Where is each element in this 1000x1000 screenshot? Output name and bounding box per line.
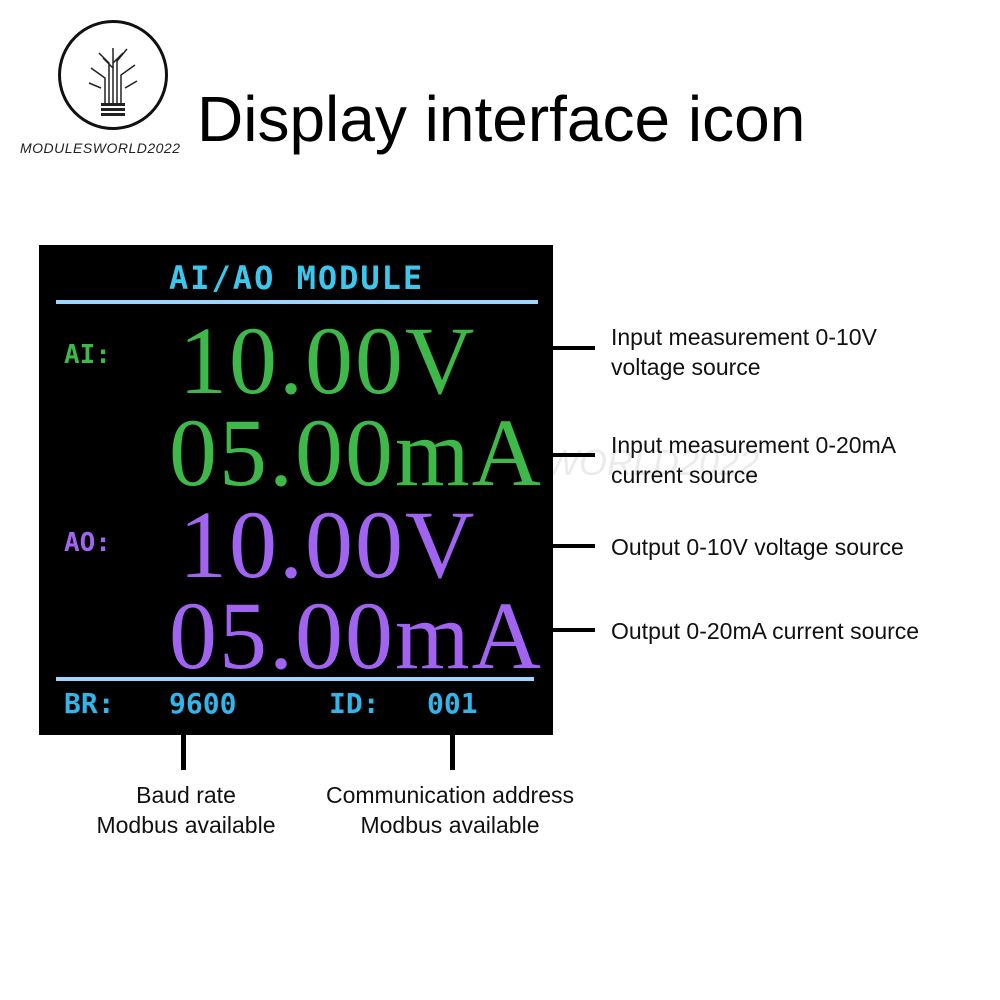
brand-name: MODULESWORLD2022 — [20, 140, 181, 156]
ai-current: 05.00mA — [169, 399, 543, 506]
pointer-line — [540, 346, 595, 350]
footer-divider — [56, 677, 534, 681]
note-line: Baud rate — [136, 782, 236, 808]
pointer-line — [450, 735, 455, 770]
baud-label: BR: — [64, 687, 115, 720]
id-label: ID: — [329, 687, 380, 720]
ai-label: AI: — [64, 340, 111, 370]
address-note: Communication address Modbus available — [300, 780, 600, 840]
baud-note: Baud rate Modbus available — [66, 780, 306, 840]
note-line: Modbus available — [96, 812, 276, 838]
pointer-line — [181, 735, 186, 770]
note-line: Input measurement 0-20mA — [611, 432, 897, 458]
ai-voltage-note: Input measurement 0-10V voltage source — [611, 322, 877, 382]
note-line: Communication address — [325, 782, 574, 808]
watermark: WORLD2022 — [545, 442, 760, 483]
ao-voltage: 10.00V — [179, 491, 477, 598]
ao-current: 05.00mA — [169, 582, 543, 689]
note-line: Input measurement 0-10V — [611, 324, 877, 350]
ao-current-note: Output 0-20mA current source — [611, 618, 920, 644]
lcd-screen: AI/AO MODULE AI: 10.00V 05.00mA AO: 10.0… — [39, 245, 553, 735]
pointer-line — [540, 628, 595, 632]
circuit-tree-icon — [88, 48, 138, 116]
ao-voltage-note: Output 0-10V voltage source — [611, 534, 904, 560]
note-line: voltage source — [611, 354, 761, 380]
header-divider — [56, 300, 538, 304]
note-line: current source — [611, 462, 759, 488]
screen-header: AI/AO MODULE — [169, 259, 425, 297]
baud-value: 9600 — [169, 687, 237, 720]
ao-label: AO: — [64, 528, 111, 558]
id-value: 001 — [427, 687, 478, 720]
pointer-line — [540, 544, 595, 548]
page-title: Display interface icon — [197, 83, 806, 155]
brand-logo — [58, 20, 168, 130]
ai-voltage: 10.00V — [179, 307, 477, 414]
ai-current-note: Input measurement 0-20mA current source — [611, 430, 896, 490]
note-line: Modbus available — [360, 812, 540, 838]
pointer-line — [540, 453, 595, 457]
